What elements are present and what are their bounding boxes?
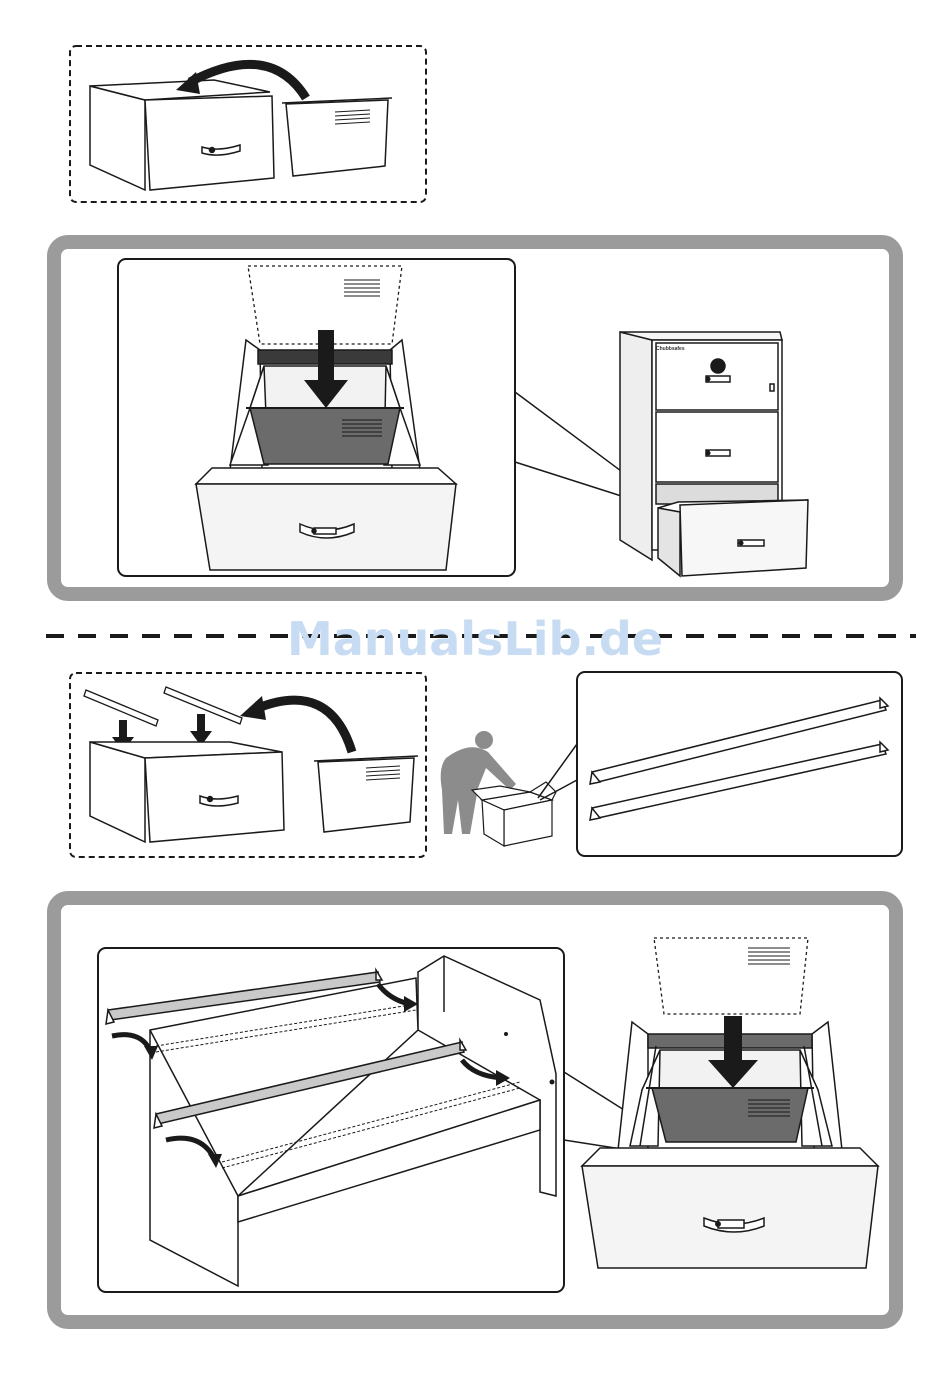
step-3-panel <box>70 672 902 857</box>
filing-cabinet <box>620 332 808 576</box>
file-folder-icon <box>314 756 418 832</box>
drawer-body <box>90 80 274 190</box>
step-4-panel <box>54 898 896 1322</box>
file-folder-icon <box>652 1088 808 1142</box>
file-folder-icon <box>282 98 392 176</box>
drawer-body <box>90 742 284 842</box>
curved-arrow-icon <box>258 700 352 752</box>
drawer-front <box>196 468 456 570</box>
step-1-panel <box>70 46 426 202</box>
cabinet-brand-label: Chubbsafes <box>656 346 685 352</box>
drawer-front <box>582 1148 878 1268</box>
step-2-panel: Chubbsafes <box>54 242 896 594</box>
